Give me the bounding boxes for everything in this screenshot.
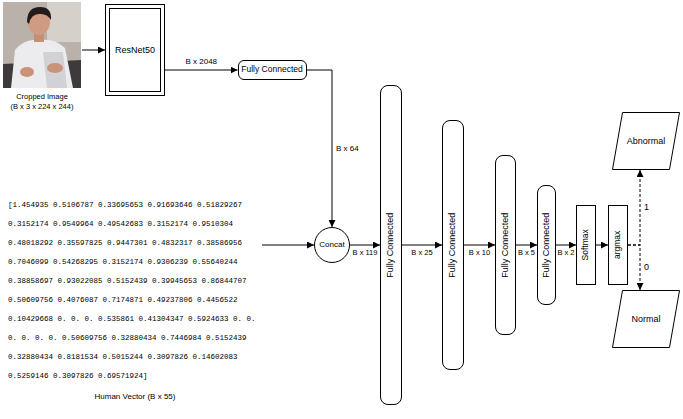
- connector-arrow: [402, 245, 442, 246]
- node-label: Fully Connected: [386, 212, 396, 277]
- node-label: argmax: [613, 231, 623, 259]
- photo-hair: [27, 7, 51, 24]
- edge-label: B x 2048: [185, 58, 217, 67]
- node-label: Fully Connected: [241, 65, 302, 75]
- fc-layer-box: Fully Connected: [537, 185, 556, 305]
- vector-values: [1.454935 0.5106787 0.33695653 0.9169364…: [8, 196, 262, 386]
- connector-group: [82, 50, 640, 290]
- node-label: Fully Connected: [448, 212, 458, 277]
- edge-label: B x 25: [411, 249, 432, 257]
- node-label: Abnormal: [627, 136, 666, 146]
- backbone-box: ResNet50: [105, 4, 165, 96]
- output-box: Abnormal: [612, 112, 680, 170]
- image-caption: Cropped Image: [16, 92, 68, 102]
- node-label: Softmax: [581, 229, 591, 260]
- connector-arrow: [82, 50, 105, 51]
- node-label: ResNet50: [115, 45, 155, 55]
- connector-arrow: [628, 170, 640, 245]
- parallelogram-shape: [613, 113, 680, 170]
- connector-arrow: [556, 245, 576, 246]
- edge-label: 0: [644, 263, 649, 273]
- edge-label: B x 10: [469, 249, 490, 257]
- node-label: Fully Connected: [541, 212, 551, 277]
- connector-arrow: [464, 245, 495, 246]
- fc-layer-box: Fully Connected: [442, 120, 464, 370]
- photo-wall: [47, 2, 81, 42]
- edge-label: B x 64: [336, 144, 359, 153]
- softmax-box: Softmax: [576, 205, 596, 285]
- edge-label: B x 119: [353, 249, 378, 257]
- photo-shirt-shade: [43, 52, 67, 88]
- edge-label: B x 5: [518, 249, 535, 257]
- connector-arrow: [350, 245, 380, 246]
- output-box: Normal: [612, 290, 680, 348]
- photo-hand: [20, 67, 34, 77]
- connector-arrow: [596, 245, 608, 246]
- edge-label: 1: [644, 203, 649, 213]
- connector-arrow: [262, 245, 314, 246]
- connector-arrow: [307, 70, 333, 227]
- edge-label: B x 2: [557, 249, 574, 257]
- circle-shape: [315, 228, 350, 263]
- argmax-box: argmax: [608, 205, 628, 285]
- fc-layer-box: Fully Connected: [495, 155, 516, 335]
- node-label: Normal: [631, 314, 660, 324]
- node-label: Fully Connected: [500, 212, 510, 277]
- photo-illustration: [3, 2, 81, 88]
- feature-vector: [1.454935 0.5106787 0.33695653 0.9169364…: [8, 196, 262, 401]
- shape-caption: (B x 3 x 224 x 244): [11, 102, 74, 112]
- photo-shirt: [11, 40, 73, 88]
- fc-layer-box: Fully Connected: [380, 85, 402, 405]
- input-image: Cropped Image(B x 3 x 224 x 244): [2, 2, 82, 116]
- connector-arrow: [165, 70, 238, 71]
- connector-arrow: [516, 245, 537, 246]
- photo-hand: [47, 63, 63, 73]
- parallelogram-shape: [613, 291, 680, 348]
- connector-arrow: [628, 245, 640, 290]
- photo-background: [3, 2, 81, 88]
- node-label: Concat: [319, 240, 344, 249]
- concat-circle: Concat: [314, 227, 350, 263]
- vector-caption: Human Vector (B x 55): [95, 392, 176, 401]
- fc-box: Fully Connected: [238, 60, 307, 80]
